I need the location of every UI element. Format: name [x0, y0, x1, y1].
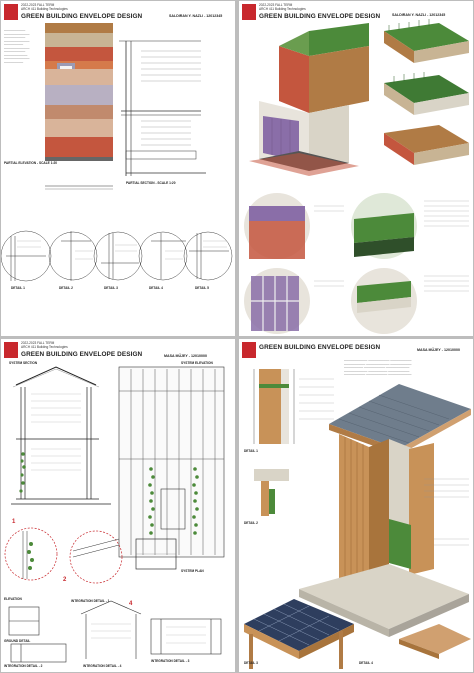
- course-term: 2022-2023 FALL TERM: [21, 3, 55, 7]
- course-name: ARCH 411 Building Technologies: [21, 344, 68, 349]
- sheet-title: GREEN BUILDING ENVELOPE DESIGN: [259, 344, 381, 351]
- course-info: 2022-2023 FALL TERM ARCH 411 Building Te…: [21, 3, 68, 11]
- callout-number-4: 4: [129, 601, 133, 607]
- integration-detail-4-label: INTEGRATION DETAIL - 4: [83, 664, 122, 668]
- system-section-label: SYSTEM SECTION: [9, 361, 38, 365]
- axonometric-facade-drawing: [244, 19, 469, 334]
- detail-label-3: DETAIL 3: [104, 286, 118, 290]
- axonometric-structure-drawing: [244, 369, 471, 669]
- detail-1-label: DETAIL 1: [244, 449, 258, 453]
- sheet-drawing-1: 2022-2023 FALL TERM ARCH 411 Building Te…: [1, 1, 235, 336]
- student-name: MASA MÜJEY - 12010000: [417, 348, 460, 352]
- course-name: ARCH 411 Building Technologies: [259, 6, 306, 11]
- detail-2-label: DETAIL 2: [244, 521, 258, 525]
- sheet-title: GREEN BUILDING ENVELOPE DESIGN: [21, 13, 143, 20]
- student-name: SALDIRAN Y. NAZLI - 12012345: [169, 14, 223, 18]
- sheet-header: GREEN BUILDING ENVELOPE DESIGN MASA MÜJE…: [242, 342, 470, 362]
- course-info: 2022-2023 FALL TERM ARCH 411 Building Te…: [259, 3, 306, 11]
- detail-4-label: DETAIL 4: [359, 661, 373, 665]
- sheet-header: 2022-2023 FALL TERM ARCH 411 Building Te…: [242, 3, 470, 24]
- partial-elevation-drawing: [1, 23, 233, 282]
- detail-3-label: DETAIL 3: [244, 661, 258, 665]
- university-logo: [242, 342, 256, 358]
- student-name: SALDIRAN Y. NAZLI - 12012345: [392, 13, 446, 17]
- detail-label-1: DETAIL 1: [11, 286, 25, 290]
- student-name: MASA MÜJEY - 12010000: [164, 354, 207, 358]
- elevation-label: ELEVATION: [4, 597, 22, 601]
- system-elevation-label: SYSTEM ELEVATION: [181, 361, 213, 365]
- callout-number-1: 1: [12, 519, 16, 525]
- system-plan-label: SYSTEM PLAN: [181, 569, 204, 573]
- system-section-drawing: [4, 366, 225, 663]
- section-label: PARTIAL SECTION - SCALE 1:20: [126, 181, 176, 185]
- course-name: ARCH 411 Building Technologies: [21, 6, 68, 11]
- ground-detail-label: GROUND DETAIL: [4, 639, 31, 643]
- integration-detail-2-label: INTEGRATION DETAIL - 2: [4, 664, 43, 668]
- university-logo: [4, 342, 18, 358]
- callout-number-2: 2: [63, 577, 67, 583]
- notes-block: ────────── ──────────── ────────── ─────…: [4, 28, 30, 64]
- sheet-header: 2022-2023 FALL TERM ARCH 411 Building Te…: [4, 3, 232, 24]
- university-logo: [4, 4, 18, 20]
- sheet-drawing-4: GREEN BUILDING ENVELOPE DESIGN MASA MÜJE…: [239, 339, 473, 672]
- integration-detail-3-label: INTEGRATION DETAIL - 3: [151, 659, 190, 663]
- description-text: ─────────── ────────── ────────── ──────…: [344, 358, 412, 376]
- detail-label-2: DETAIL 2: [59, 286, 73, 290]
- sheet-title: GREEN BUILDING ENVELOPE DESIGN: [259, 13, 381, 20]
- integration-detail-1-label: INTEGRATION DETAIL - 1: [71, 599, 110, 603]
- detail-label-4: DETAIL 4: [149, 286, 163, 290]
- detail-label-5: DETAIL 5: [195, 286, 209, 290]
- sheet-title: GREEN BUILDING ENVELOPE DESIGN: [21, 351, 143, 358]
- sheet-header: 2022-2023 FALL TERM ARCH 411 Building Te…: [4, 341, 232, 362]
- university-logo: [242, 4, 256, 20]
- elevation-label: PARTIAL ELEVATION - SCALE 1:20: [4, 161, 58, 165]
- course-info: 2022-2023 FALL TERM ARCH 411 Building Te…: [21, 341, 68, 349]
- course-term: 2022-2023 FALL TERM: [259, 3, 293, 7]
- sheet-drawing-3: 2022-2023 FALL TERM ARCH 411 Building Te…: [1, 339, 235, 672]
- sheet-drawing-2: 2022-2023 FALL TERM ARCH 411 Building Te…: [239, 1, 473, 336]
- course-term: 2022-2023 FALL TERM: [21, 341, 55, 345]
